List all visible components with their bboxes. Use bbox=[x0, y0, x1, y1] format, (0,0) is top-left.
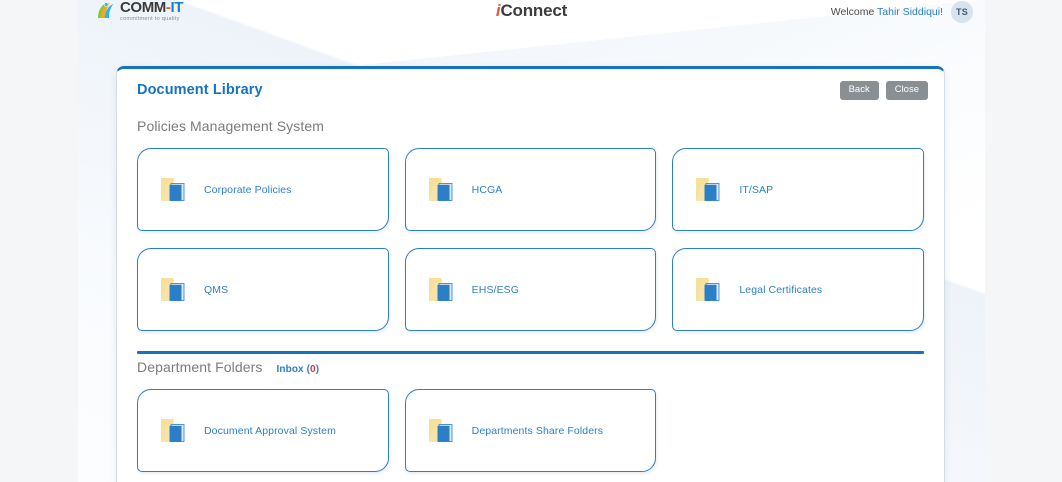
folder-book-icon bbox=[696, 277, 720, 301]
section-title-policies: Policies Management System bbox=[117, 113, 944, 134]
avatar[interactable]: TS bbox=[951, 1, 973, 23]
close-button[interactable]: Close bbox=[885, 81, 928, 100]
panel-header-buttons: Back Close bbox=[839, 81, 928, 100]
card-label: Legal Certificates bbox=[739, 283, 823, 296]
inbox-prefix: Inbox ( bbox=[276, 364, 311, 375]
card-label: Departments Share Folders bbox=[471, 424, 604, 437]
card-label: QMS bbox=[204, 283, 229, 296]
top-bar: COMM-IT commitment to quality iConnect W… bbox=[78, 0, 985, 30]
card-hcga[interactable]: HCGA bbox=[404, 148, 657, 231]
folder-book-icon bbox=[161, 177, 185, 201]
folder-book-icon bbox=[161, 418, 185, 442]
card-label: Document Approval System bbox=[204, 424, 336, 437]
section-label-text: Department Folders bbox=[137, 359, 263, 375]
folder-book-icon bbox=[161, 277, 185, 301]
welcome-area: Welcome Tahir Siddiqui! TS bbox=[831, 1, 973, 23]
card-label: HCGA bbox=[471, 183, 503, 196]
panel-header: Document Library Back Close bbox=[117, 69, 944, 113]
policies-card-grid: Corporate Policies HCGA bbox=[117, 134, 944, 331]
card-label: EHS/ESG bbox=[471, 283, 520, 296]
page-title: Document Library bbox=[137, 82, 263, 98]
card-document-approval-system[interactable]: Document Approval System bbox=[137, 389, 389, 472]
inbox-suffix: ) bbox=[315, 364, 320, 375]
card-label: IT/SAP bbox=[739, 183, 774, 196]
welcome-username: Tahir Siddiqui! bbox=[877, 6, 943, 18]
folder-book-icon bbox=[428, 277, 453, 301]
card-qms[interactable]: QMS bbox=[137, 248, 389, 331]
document-library-panel: Document Library Back Close Policies Man… bbox=[116, 66, 945, 482]
card-it-sap[interactable]: IT/SAP bbox=[672, 148, 924, 231]
department-card-grid: Document Approval System Departments Sha… bbox=[117, 375, 944, 472]
folder-book-icon bbox=[428, 418, 453, 442]
inbox-link[interactable]: Inbox (0) bbox=[277, 364, 320, 375]
folder-book-icon bbox=[696, 177, 720, 201]
card-corporate-policies[interactable]: Corporate Policies bbox=[137, 148, 389, 231]
card-ehs-esg[interactable]: EHS/ESG bbox=[404, 248, 657, 331]
back-button[interactable]: Back bbox=[839, 81, 879, 100]
section-label-text: Policies Management System bbox=[137, 118, 325, 134]
card-legal-certificates[interactable]: Legal Certificates bbox=[672, 248, 924, 331]
card-label: Corporate Policies bbox=[204, 183, 292, 196]
welcome-prefix: Welcome bbox=[830, 6, 878, 18]
folder-book-icon bbox=[428, 177, 453, 201]
welcome-text: Welcome Tahir Siddiqui! bbox=[831, 6, 943, 18]
section-title-department-folders: Department Folders Inbox (0) bbox=[117, 354, 944, 375]
app-title-rest: Connect bbox=[500, 1, 568, 20]
card-departments-share-folders[interactable]: Departments Share Folders bbox=[404, 389, 657, 472]
